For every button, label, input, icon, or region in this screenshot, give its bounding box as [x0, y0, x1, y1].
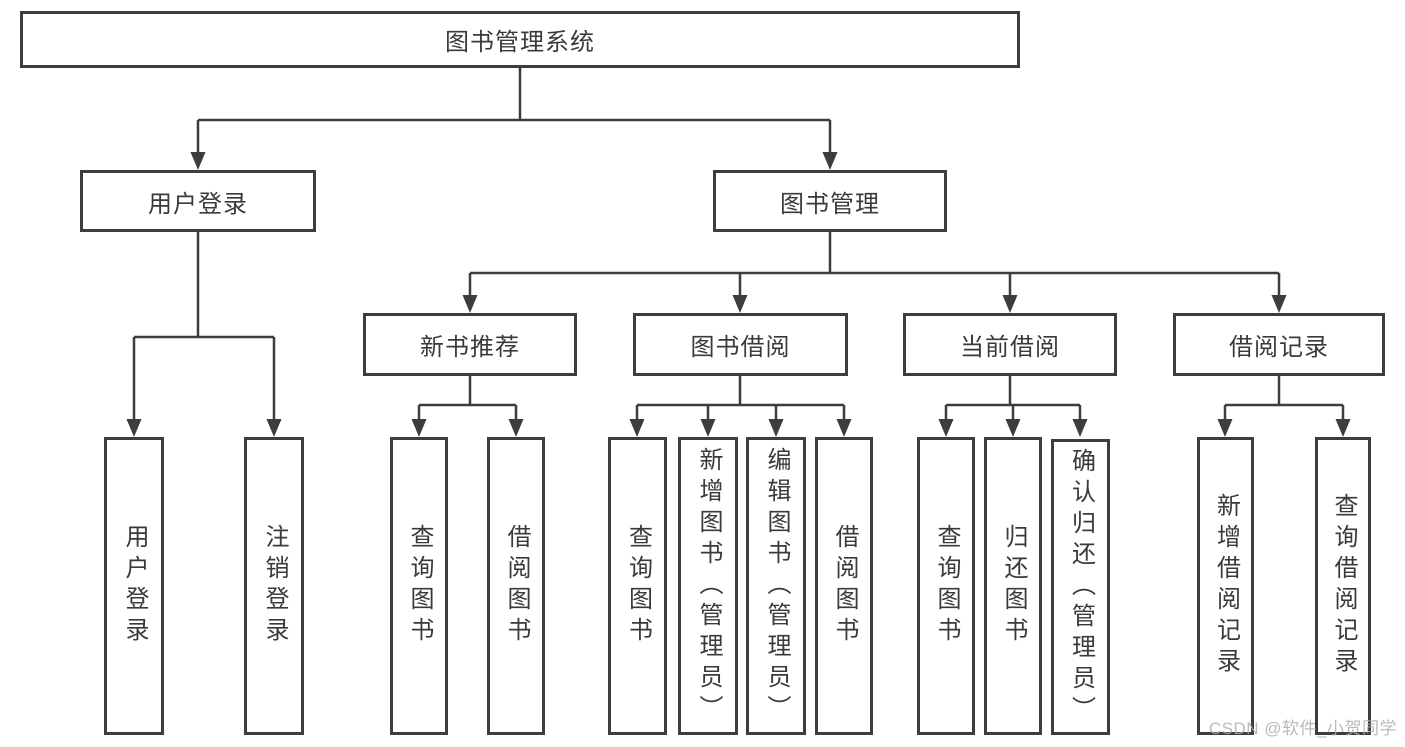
node-book-management: 图书管理 — [713, 170, 947, 232]
leaf-return-books: 归还图书 — [984, 437, 1042, 735]
leaf-user-login: 用户登录 — [104, 437, 164, 735]
leaf-query-borrow-record: 查询借阅记录 — [1315, 437, 1371, 735]
leaf-borrow-books-borrowing: 借阅图书 — [815, 437, 873, 735]
connector-new-book-recommend-to-leaves — [411, 376, 524, 437]
leaf-confirm-return-admin: 确认归还（管理员） — [1051, 439, 1110, 735]
arrowhead — [411, 419, 427, 437]
connector-book-management-to-level3 — [462, 232, 1287, 313]
leaf-edit-books-admin: 编辑图书（管理员） — [746, 437, 806, 735]
connector-root-to-level2 — [190, 68, 838, 170]
leaf-add-borrow-record: 新增借阅记录 — [1197, 437, 1254, 735]
leaf-query-books-current: 查询图书 — [917, 437, 975, 735]
arrowhead — [1271, 295, 1287, 313]
arrowhead — [629, 419, 645, 437]
connector-user-login-to-leaves — [126, 232, 282, 437]
leaf-borrow-books-recommend: 借阅图书 — [487, 437, 545, 735]
arrowhead — [938, 419, 954, 437]
node-borrowing-records: 借阅记录 — [1173, 313, 1385, 376]
leaf-add-books-admin: 新增图书（管理员） — [678, 437, 738, 735]
arrowhead — [732, 295, 748, 313]
arrowhead — [768, 419, 784, 437]
arrowhead — [1217, 419, 1233, 437]
arrowhead — [1072, 419, 1088, 437]
arrowhead — [190, 152, 206, 170]
connector-borrowing-records-to-leaves — [1217, 376, 1351, 437]
connector-book-borrowing-to-leaves — [629, 376, 852, 437]
arrowhead — [462, 295, 478, 313]
node-root-library-management-system: 图书管理系统 — [20, 11, 1020, 68]
node-new-book-recommend: 新书推荐 — [363, 313, 577, 376]
arrowhead — [836, 419, 852, 437]
arrowhead — [126, 419, 142, 437]
node-user-login-group: 用户登录 — [80, 170, 316, 232]
arrowhead — [1002, 295, 1018, 313]
node-current-borrowing: 当前借阅 — [903, 313, 1117, 376]
leaf-query-books-borrowing: 查询图书 — [608, 437, 667, 735]
arrowhead — [1005, 419, 1021, 437]
arrowhead — [508, 419, 524, 437]
leaf-logout: 注销登录 — [244, 437, 304, 735]
arrowhead — [1335, 419, 1351, 437]
leaf-query-books-recommend: 查询图书 — [390, 437, 448, 735]
arrowhead — [266, 419, 282, 437]
arrowhead — [822, 152, 838, 170]
node-book-borrowing: 图书借阅 — [633, 313, 848, 376]
connector-current-borrowing-to-leaves — [938, 376, 1088, 437]
arrowhead — [700, 419, 716, 437]
